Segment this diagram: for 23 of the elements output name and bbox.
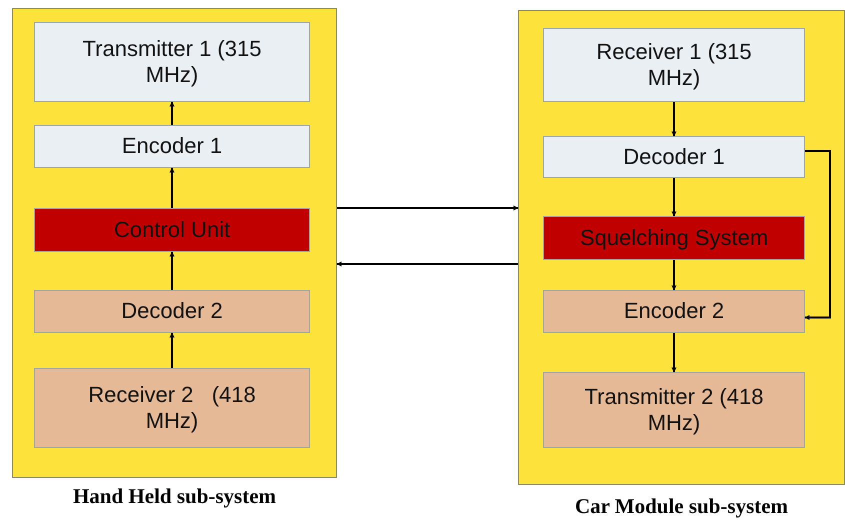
arrow (672, 333, 676, 372)
block-box: Squelching System (543, 216, 805, 260)
arrow (336, 262, 518, 266)
arrow (170, 332, 174, 368)
block-box: Encoder 1 (34, 125, 310, 168)
arrow (170, 252, 174, 290)
block-box: Encoder 2 (543, 290, 805, 333)
block-box: Receiver 1 (315 MHz) (543, 28, 805, 102)
arrow (170, 168, 174, 208)
panel-title: Hand Held sub-system (72, 484, 276, 509)
block-box: Transmitter 1 (315 MHz) (34, 22, 310, 102)
block-box: Decoder 1 (543, 136, 805, 178)
arrow (170, 102, 174, 125)
arrow (672, 260, 676, 290)
block-box: Transmitter 2 (418 MHz) (543, 372, 805, 448)
arrow (672, 178, 676, 216)
block-box: Control Unit (34, 208, 310, 252)
block-box: Decoder 2 (34, 290, 310, 333)
arrow (337, 206, 518, 210)
arrow (804, 150, 831, 320)
block-box: Receiver 2 (418 MHz) (34, 368, 310, 448)
panel-title: Car Module sub-system (574, 494, 788, 519)
arrow (672, 102, 676, 136)
